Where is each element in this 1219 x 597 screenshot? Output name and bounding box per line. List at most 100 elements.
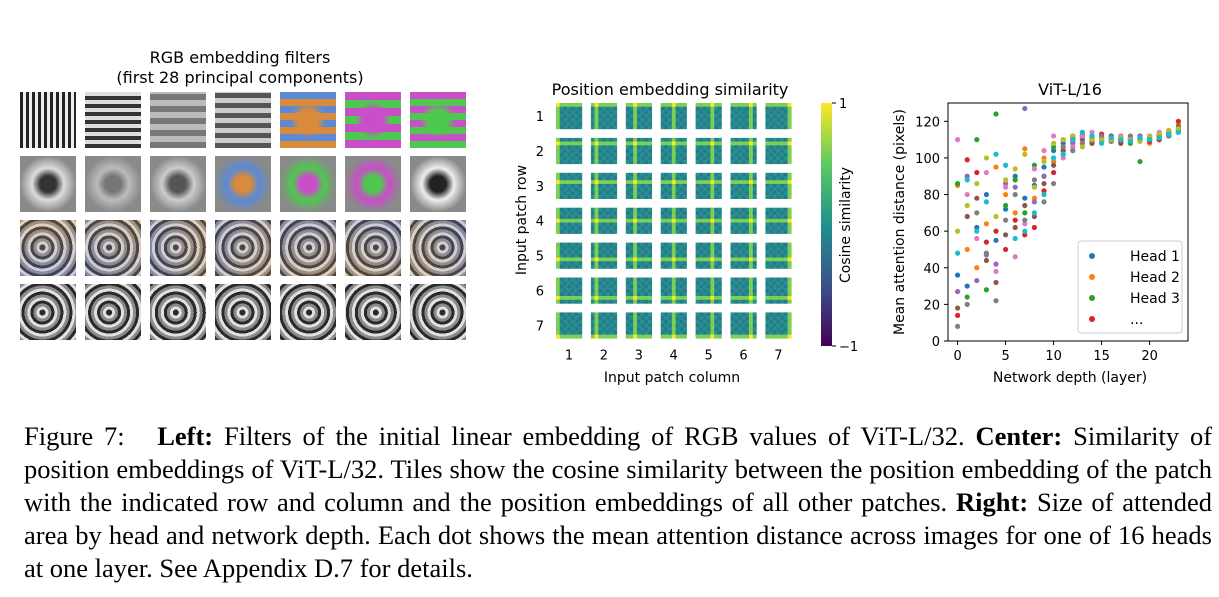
scatter-point [955, 228, 961, 234]
scatter-point [1041, 158, 1047, 165]
legend-entry: Head 3 [1130, 291, 1180, 307]
scatter-point [983, 169, 989, 176]
scatter-point [1041, 155, 1047, 161]
scatter-point [1022, 105, 1028, 112]
scatter-point [1031, 199, 1037, 205]
y-tick-label: 80 [923, 189, 940, 204]
similarity-tile [695, 172, 722, 199]
scatter-point [1031, 184, 1037, 190]
scatter-point [1079, 129, 1085, 135]
scatter-point [983, 287, 989, 293]
scatter-point [964, 177, 970, 183]
scatter-point [1022, 195, 1028, 201]
rgb-filter-tile [150, 92, 206, 148]
y-tick-label: 100 [915, 152, 940, 167]
colorbar-label: Cosine similarity [838, 167, 854, 283]
scatter-point [993, 164, 999, 170]
scatter-point [1012, 177, 1018, 183]
scatter-point [1012, 173, 1018, 179]
scatter-point [964, 301, 970, 307]
similarity-tile [660, 172, 687, 199]
legend-marker [1089, 253, 1095, 259]
colorbar [821, 103, 832, 346]
x-axis-label: Network depth (layer) [993, 370, 1147, 386]
scatter-point [1041, 173, 1047, 179]
scatter-point [1127, 138, 1133, 145]
colorbar-min-label: −1 [839, 340, 858, 355]
scatter-point [1079, 144, 1085, 150]
scatter-point [1041, 164, 1047, 170]
filters-title-line2: (first 28 principal components) [116, 68, 364, 87]
rgb-filter-tile [410, 92, 466, 148]
similarity-tile [695, 312, 722, 339]
similarity-tile [730, 172, 757, 199]
left-heading: Left: [157, 421, 214, 451]
scatter-point [1022, 202, 1028, 209]
scatter-point [1051, 180, 1057, 187]
scatter-point [1003, 217, 1009, 223]
scatter-point [1031, 210, 1037, 216]
similarity-tile [590, 103, 618, 130]
legend-marker [1089, 316, 1095, 322]
similarity-tile [625, 207, 652, 234]
scatter-point [1156, 135, 1162, 141]
scatter-point [1041, 199, 1047, 205]
x-tick-label: 15 [1093, 349, 1110, 364]
scatter-point [1051, 162, 1057, 168]
similarity-tile [660, 103, 687, 130]
scatter-point [964, 246, 970, 253]
scatter-point [1022, 228, 1028, 234]
x-tick-label: 20 [1141, 349, 1158, 364]
scatter-point [983, 155, 989, 161]
scatter-point [1003, 191, 1009, 198]
similarity-tile [765, 103, 792, 130]
scatter-point [1051, 144, 1057, 150]
colorbar-max-label: 1 [839, 97, 847, 112]
scatter-point [955, 305, 961, 311]
similarity-tile [695, 207, 722, 234]
center-description: Similarity of position embeddings of ViT… [24, 421, 1213, 517]
scatter-point [993, 213, 999, 220]
row-tick-label: 1 [536, 110, 544, 125]
similarity-tile [590, 172, 618, 199]
rgb-filter-tile [85, 156, 141, 212]
x-tick-label: 5 [1001, 349, 1009, 364]
similarity-tile [765, 172, 792, 199]
y-tick-label: 60 [923, 225, 940, 240]
scatter-point [1051, 133, 1057, 139]
scatter-point [1137, 135, 1143, 141]
scatter-point [1022, 217, 1028, 223]
similarity-tile [660, 277, 687, 304]
rgb-filter-tile [280, 92, 336, 148]
column-tick-label: 5 [704, 348, 712, 363]
scatter-point [1060, 155, 1066, 161]
similarity-tile [625, 172, 652, 199]
rgb-filter-tile [345, 156, 401, 212]
scatter-point [1003, 206, 1009, 212]
y-tick-label: 40 [923, 262, 940, 277]
scatter-point [1022, 232, 1028, 238]
similarity-tile [590, 312, 618, 339]
scatter-point [955, 323, 961, 329]
scatter-point [955, 180, 961, 187]
scatter-point [1031, 195, 1037, 201]
rgb-filter-tile [85, 220, 141, 276]
scatter-point [1012, 166, 1018, 172]
scatter-point [1118, 137, 1124, 143]
similarity-tiles [556, 103, 792, 339]
row-tick-label: 5 [536, 250, 544, 265]
scatter-point [1127, 133, 1133, 139]
scatter-point [1003, 162, 1009, 168]
figure-label: Figure 7: [24, 421, 125, 451]
scatter-point [1003, 202, 1009, 209]
scatter-point [1070, 133, 1076, 139]
rgb-filter-tile [85, 284, 141, 340]
similarity-tile [590, 137, 618, 165]
rgb-filter-tile [20, 92, 76, 148]
filters-title-line1: RGB embedding filters [149, 48, 331, 67]
scatter-point [955, 272, 961, 278]
similarity-tile [695, 277, 722, 304]
scatter-point [993, 298, 999, 304]
legend-marker [1089, 295, 1095, 301]
y-tick-label: 120 [915, 115, 940, 130]
